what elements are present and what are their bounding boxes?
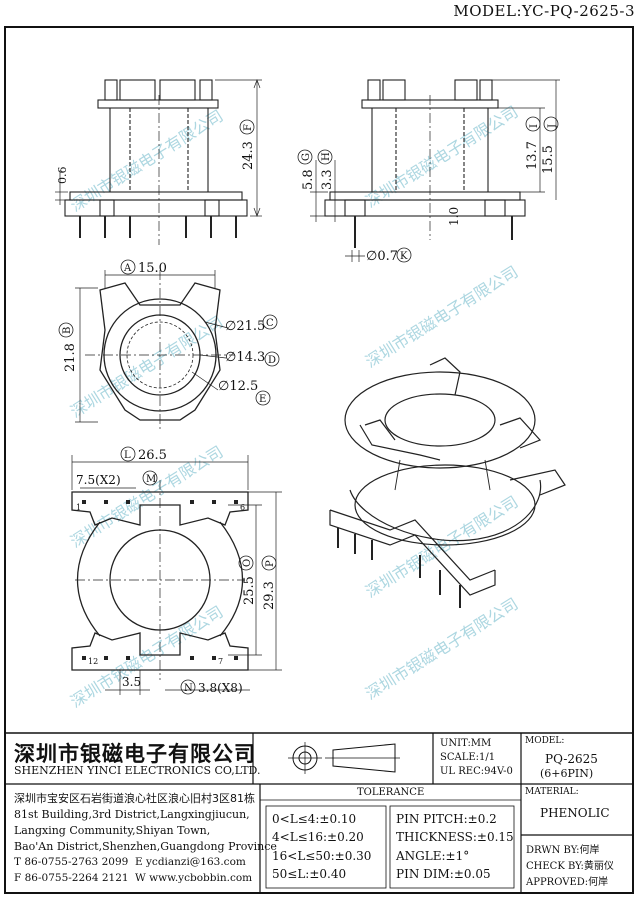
model-box-value: PQ-2625 — [545, 752, 598, 766]
pin-label-1: 1 — [76, 503, 81, 512]
company-tel: T 86-0755-2763 2099 — [14, 856, 129, 868]
company-name-cn: 深圳市银磁电子有限公司 — [14, 742, 256, 766]
ul-label: UL REC:94V-0 — [440, 766, 513, 777]
dim-d-letter: D — [268, 355, 276, 366]
check-by: CHECK BY:黄丽仪 — [526, 861, 614, 872]
model-box-label: MODEL: — [525, 736, 565, 746]
material-label: MATERIAL: — [525, 787, 579, 797]
address-line-2: 81st Building,3rd District,Langxingjiucu… — [14, 808, 250, 821]
tolerance-right-1: PIN PITCH:±0.2 — [396, 812, 497, 826]
dim-f-letter: F — [243, 124, 254, 131]
tolerance-left-3: 16<L≤50:±0.30 — [272, 849, 372, 863]
dim-d-value: ∅14.3 — [225, 350, 265, 365]
dim-m-value: 7.5(X2) — [76, 473, 121, 487]
dim-i-letter: I — [529, 124, 540, 128]
isometric-view — [329, 357, 566, 608]
address-line-1: 深圳市宝安区石岩街道浪心社区浪心旧村3区81栋 — [14, 792, 255, 805]
tolerance-left-4: 50≤L:±0.40 — [272, 867, 347, 881]
dim-o-value: 25.5 — [242, 576, 257, 605]
dim-n-value: 3.8(X8) — [198, 681, 243, 695]
projection-symbol — [288, 742, 400, 774]
dim-m-letter: M — [146, 474, 156, 485]
company-email: E ycdianzi@163.com — [135, 856, 246, 868]
pin-label-7: 7 — [218, 657, 223, 666]
model-number: MODEL:YC-PQ-2625-3 — [453, 2, 635, 20]
watermark-8: 深圳市银磁电子有限公司 — [362, 594, 521, 703]
company-web: W www.ycbobbin.com — [135, 872, 253, 884]
tolerance-title: TOLERANCE — [357, 787, 425, 798]
dim-j-value: 15.5 — [541, 145, 556, 174]
title-block-lines — [4, 732, 634, 894]
watermark-6: 深圳市银磁电子有限公司 — [362, 492, 521, 601]
side-view: 5.8 G 3.3 H 13.7 I 15.5 J 1.0 ∅0.7 K — [297, 79, 560, 264]
dim-a-letter: A — [123, 263, 132, 274]
watermark-1: 深圳市银磁电子有限公司 — [67, 106, 226, 215]
tolerance-right-4: PIN DIM:±0.05 — [396, 867, 491, 881]
model-box-pins: (6+6PIN) — [540, 767, 594, 780]
tolerance-right-2: THICKNESS:±0.15 — [396, 830, 514, 844]
dim-1-0: 1.0 — [447, 207, 461, 226]
dim-c-value: ∅21.5 — [225, 319, 265, 334]
tolerance-left-1: 0<L≤4:±0.10 — [272, 812, 357, 826]
dim-h-letter: H — [321, 152, 332, 161]
dim-k-value: ∅0.7 — [366, 249, 398, 264]
tolerance-left-2: 4<L≤16:±0.20 — [272, 830, 364, 844]
address-line-3: Langxing Community,Shiyan Town, — [14, 824, 211, 837]
tolerance-right-3: ANGLE:±1° — [396, 849, 470, 863]
dim-e-value: ∅12.5 — [218, 379, 258, 394]
dim-j-letter: J — [547, 124, 558, 129]
dim-p-letter: P — [265, 560, 276, 567]
dim-i-value: 13.7 — [525, 141, 540, 170]
front-view: 24.3 F 0.6 — [55, 79, 262, 245]
drawing-frame — [4, 26, 634, 894]
dim-h-value: 3.3 — [320, 169, 335, 190]
pin-label-6: 6 — [240, 503, 245, 512]
dim-0-6: 0.6 — [56, 167, 69, 185]
unit-label: UNIT:MM — [440, 738, 492, 749]
dim-o-letter: O — [242, 559, 253, 567]
material-value: PHENOLIC — [540, 806, 610, 820]
dim-l-letter: L — [124, 450, 131, 461]
dim-g-value: 5.8 — [301, 169, 316, 190]
watermarks: 深圳市银磁电子有限公司 深圳市银磁电子有限公司 深圳市银磁电子有限公司 深圳市银… — [67, 102, 521, 711]
pin-label-12: 12 — [88, 657, 98, 666]
company-name-en: SHENZHEN YINCI ELECTRONICS CO,LTD. — [14, 764, 261, 777]
company-fax: F 86-0755-2264 2121 — [14, 872, 129, 884]
dim-a-value: 15.0 — [138, 261, 167, 276]
dim-b-value: 21.8 — [63, 343, 78, 372]
watermark-2: 深圳市银磁电子有限公司 — [362, 102, 521, 211]
dim-p-value: 29.3 — [262, 581, 277, 610]
dim-n-letter: N — [184, 683, 193, 694]
dim-l-value: 26.5 — [138, 448, 167, 463]
dim-3-5: 3.5 — [122, 675, 141, 689]
bottom-view: 1 6 12 7 L 26.5 7.5(X2) M 25.5 O 29.3 P … — [71, 446, 282, 695]
approved-by: APPROVED:何岸 — [526, 877, 609, 888]
scale-label: SCALE:1/1 — [440, 752, 496, 763]
dim-b-letter: B — [62, 327, 73, 334]
dim-f-value: 24.3 — [241, 141, 256, 170]
watermark-4: 深圳市银磁电子有限公司 — [362, 262, 521, 371]
dim-e-letter: E — [259, 394, 266, 405]
top-view: A 15.0 B 21.8 ∅21.5 C ∅14.3 D ∅12.5 E — [58, 259, 280, 430]
drawn-by: DRWN BY:何岸 — [526, 845, 600, 856]
address-line-4: Bao'An District,Shenzhen,Guangdong Provi… — [14, 840, 277, 853]
dim-c-letter: C — [266, 318, 274, 329]
dim-g-letter: G — [301, 153, 312, 161]
watermark-3: 深圳市银磁电子有限公司 — [67, 312, 226, 421]
dim-k-letter: K — [400, 251, 408, 262]
